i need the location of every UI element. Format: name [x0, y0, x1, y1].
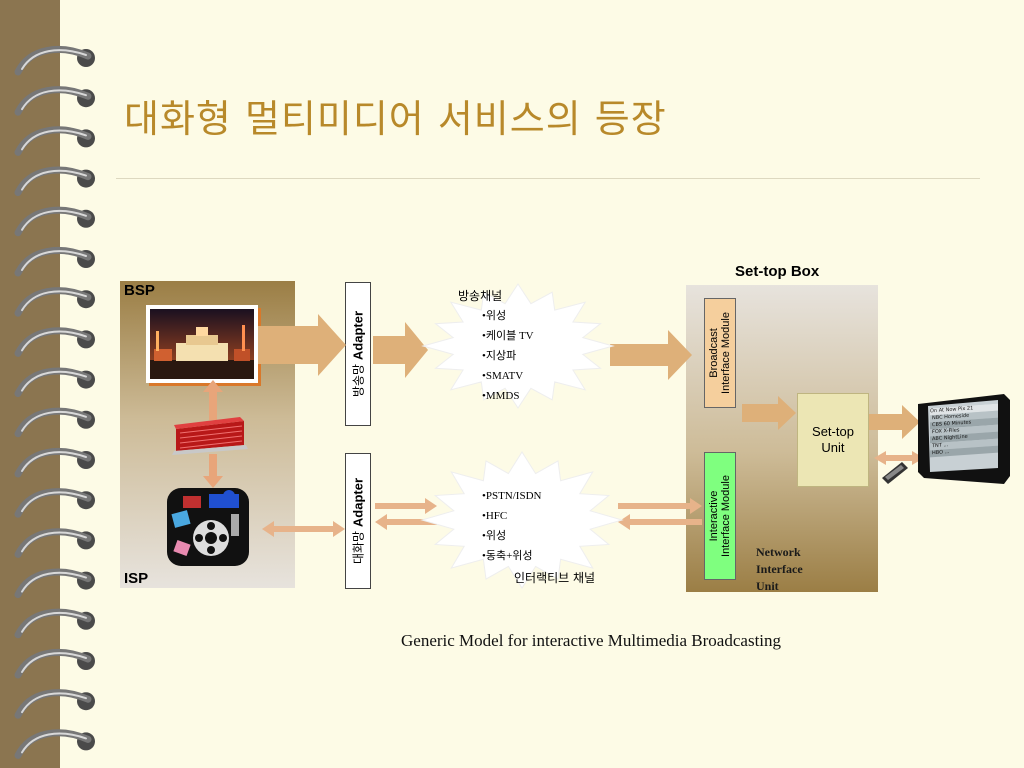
isp-label: ISP [124, 570, 149, 587]
binder-ring [14, 649, 95, 679]
broadcast-channel-item: •지상파 [482, 350, 517, 362]
interactive-interface-module: Interactive Interface Module [704, 452, 736, 580]
binder-ring [14, 689, 95, 719]
broadcast-station-icon [150, 309, 254, 379]
remote-control-icon [882, 462, 908, 484]
binder-ring [14, 206, 95, 237]
broadcast-channel-burst [421, 283, 615, 409]
broadcast-station-image [146, 305, 258, 383]
binder-ring [14, 367, 95, 398]
binder-ring [14, 46, 95, 76]
binder-ring [14, 247, 95, 277]
interactive-adapter: 대화망 Adapter [345, 453, 371, 589]
binder-ring [14, 528, 95, 558]
server-building-icon [172, 417, 248, 455]
binder-ring [14, 166, 95, 197]
diagram-caption: Generic Model for interactive Multimedia… [401, 631, 782, 650]
remote-stb-link [874, 451, 924, 465]
binder-ring [14, 327, 95, 357]
interactive-channel-item: •동축+위성 [482, 550, 533, 562]
channel-to-stb-arrow [610, 330, 692, 380]
set-top-unit: Set-top Unit [797, 393, 869, 487]
broadcast-channel-item: •케이블 TV [482, 330, 534, 342]
adapter-interactive-link [375, 498, 437, 530]
interactive-stb-link [618, 498, 702, 530]
binder-ring [14, 86, 95, 116]
network-interface-unit-label: Network Interface Unit [756, 545, 803, 593]
binder-rings [14, 46, 95, 759]
module-to-unit-arrow [742, 396, 796, 430]
binder-ring [14, 608, 95, 639]
broadcast-channel-list: •위성 •케이블 TV •지상파 •SMATV •MMDS [482, 306, 534, 406]
interactive-channel-item: •HFC [482, 510, 508, 522]
binder-ring [14, 287, 95, 317]
title-divider [116, 178, 980, 179]
bsp-to-adapter-arrow [258, 314, 346, 376]
adapter-to-channel-arrow [373, 322, 428, 378]
broadcast-adapter: 방송망 Adapter [345, 282, 371, 426]
broadcast-channel-item: •MMDS [482, 390, 520, 402]
provider-link-arrows [203, 380, 223, 488]
interactive-channel-item: •위성 [482, 530, 507, 542]
spiral-binding [14, 46, 95, 759]
binder-ring [14, 407, 95, 438]
interactive-channel-title: 인터랙티브 채널 [514, 571, 596, 585]
binder-ring [14, 729, 95, 759]
set-top-unit-label: Set-top Unit [812, 424, 854, 455]
binder-ring [14, 568, 95, 599]
page-title: 대화형 멀티미디어 서비스의 등장 [124, 97, 667, 141]
broadcast-interface-module: Broadcast Interface Module [704, 298, 736, 408]
binder-ring [14, 126, 95, 156]
multimedia-icon [167, 488, 249, 566]
broadcast-channel-item: •위성 [482, 310, 507, 322]
isp-adapter-link [262, 521, 345, 537]
interactive-channel-item: •PSTN/ISDN [482, 490, 542, 502]
binder-ring [14, 448, 95, 478]
interactive-channel-burst [420, 451, 624, 589]
unit-to-tv-arrow [869, 405, 920, 439]
bsp-label: BSP [124, 282, 155, 299]
broadcast-channel-title: 방송채널 [458, 289, 503, 303]
settop-box-label: Set-top Box [735, 263, 820, 280]
interactive-channel-list: •PSTN/ISDN •HFC •위성 •동축+위성 [482, 486, 541, 566]
binder-ring [14, 488, 95, 518]
broadcast-channel-item: •SMATV [482, 370, 524, 382]
